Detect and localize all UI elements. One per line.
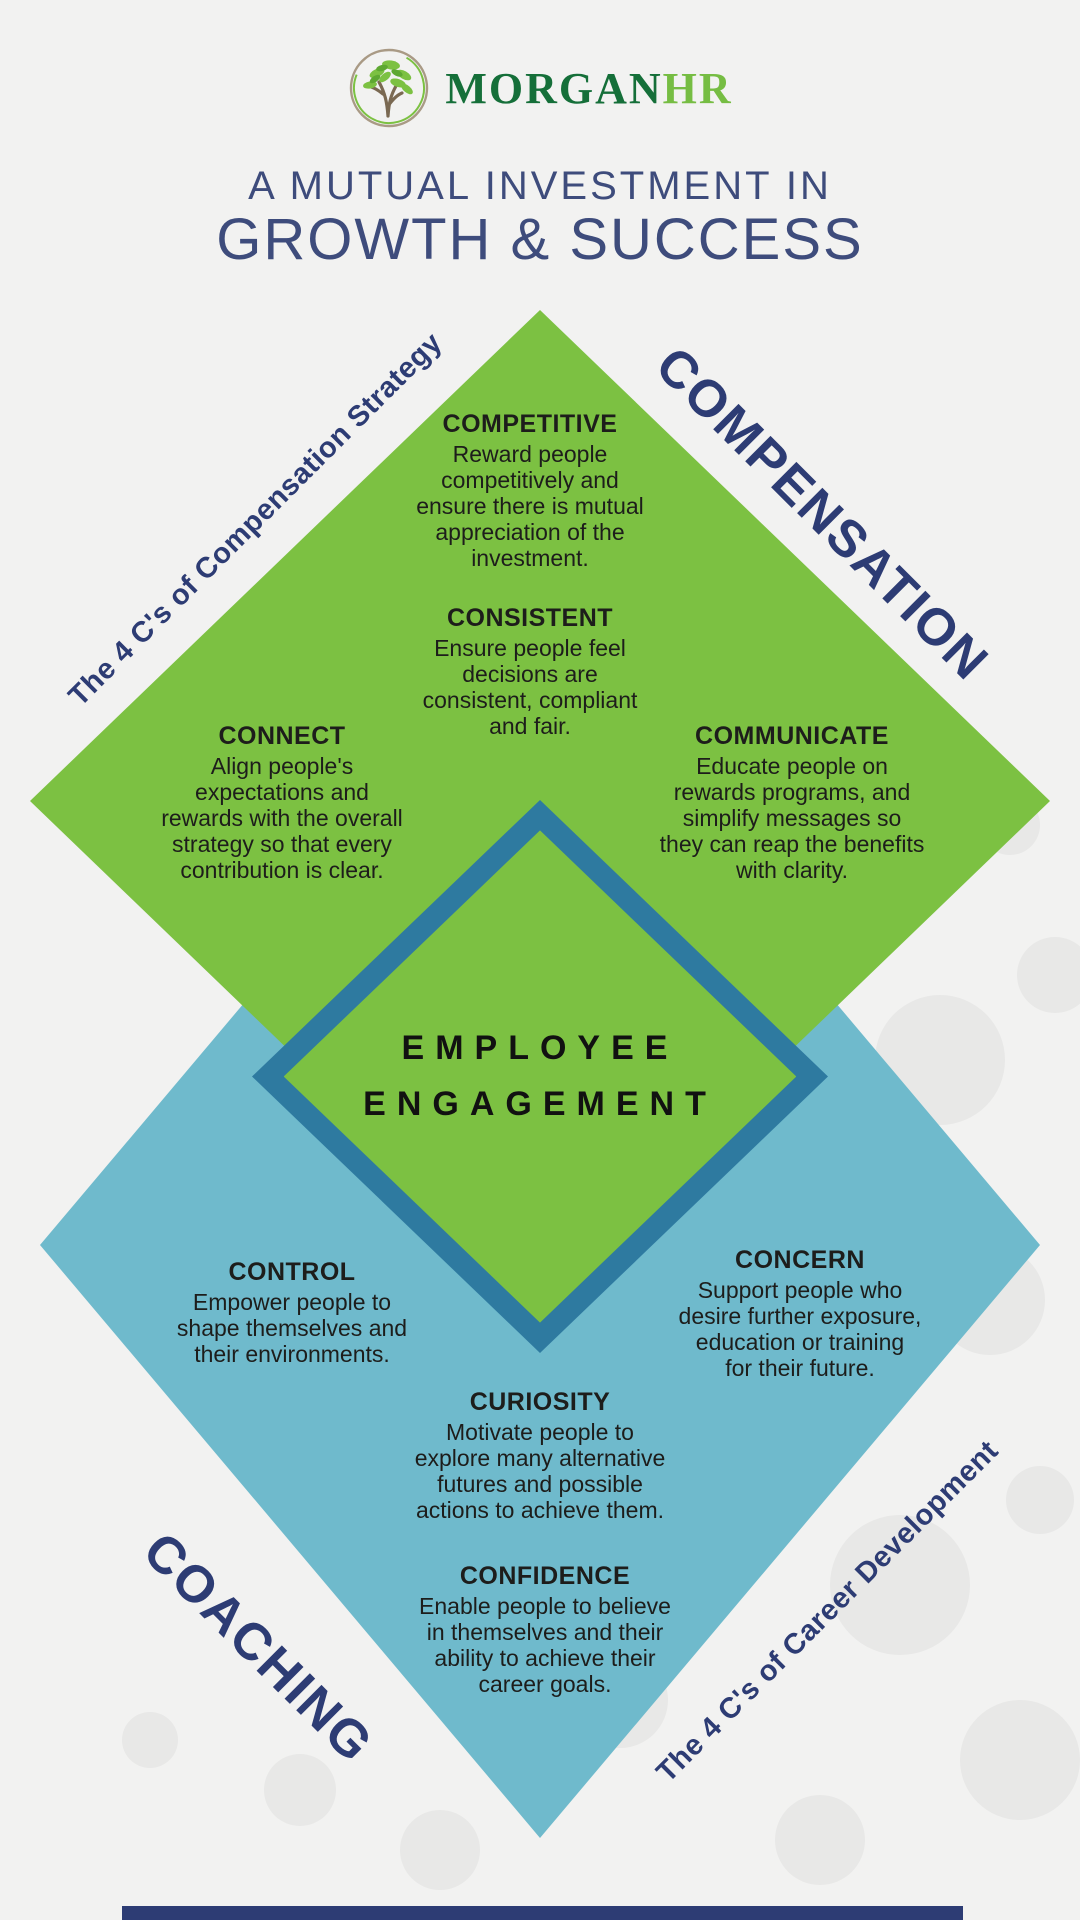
tree-icon	[350, 48, 429, 128]
coaching-item-confidence: CONFIDENCE Enable people to believe in t…	[365, 1562, 725, 1697]
background-dot	[264, 1754, 336, 1826]
coaching-item-curiosity: CURIOSITY Motivate people to explore man…	[360, 1388, 720, 1523]
coaching-item-concern: CONCERN Support people who desire furthe…	[630, 1246, 970, 1381]
item-body: Ensure people feel decisions are consist…	[422, 635, 638, 739]
footer-bar	[122, 1906, 963, 1920]
brand-wordmark: MORGANHR	[445, 63, 732, 114]
brand-morgan: MORGAN	[445, 63, 663, 113]
item-body: Enable people to believe in themselves a…	[419, 1593, 671, 1697]
item-title: COMMUNICATE	[695, 722, 889, 750]
item-title: CURIOSITY	[469, 1388, 611, 1416]
page-title-line2: GROWTH & SUCCESS	[216, 207, 864, 272]
item-body: Support people who desire further exposu…	[678, 1277, 922, 1381]
employee-engagement-label: EMPLOYEE ENGAGEMENT	[363, 1029, 717, 1123]
compensation-item-consistent: CONSISTENT Ensure people feel decisions …	[360, 604, 700, 739]
item-body: Educate people on rewards programs, and …	[659, 753, 925, 883]
background-dot	[1006, 1466, 1074, 1534]
item-title: CONCERN	[735, 1246, 865, 1274]
item-body: Align people's expectations and rewards …	[161, 753, 403, 883]
brand-hr: HR	[662, 63, 733, 113]
background-dot	[1017, 937, 1080, 1013]
item-body: Empower people to shape themselves and t…	[176, 1289, 408, 1367]
item-body: Motivate people to explore many alternat…	[414, 1419, 666, 1523]
item-title: CONSISTENT	[446, 604, 614, 632]
item-title: CONFIDENCE	[459, 1562, 631, 1590]
compensation-item-communicate: COMMUNICATE Educate people on rewards pr…	[612, 722, 972, 883]
background-dot	[400, 1810, 480, 1890]
coaching-item-control: CONTROL Empower people to shape themselv…	[122, 1258, 462, 1367]
item-title: CONTROL	[228, 1258, 356, 1286]
item-body: Reward people competitively and ensure t…	[416, 441, 644, 571]
brand-logo: MORGANHR	[0, 46, 1080, 130]
background-dot	[960, 1700, 1080, 1820]
background-dot	[830, 1515, 970, 1655]
compensation-item-competitive: COMPETITIVE Reward people competitively …	[360, 410, 700, 571]
page-title-line1: A MUTUAL INVESTMENT IN	[248, 164, 832, 208]
background-dot	[775, 1795, 865, 1885]
item-title: COMPETITIVE	[442, 410, 618, 438]
background-dot	[122, 1712, 178, 1768]
item-title: CONNECT	[218, 722, 346, 750]
compensation-item-connect: CONNECT Align people's expectations and …	[112, 722, 452, 883]
